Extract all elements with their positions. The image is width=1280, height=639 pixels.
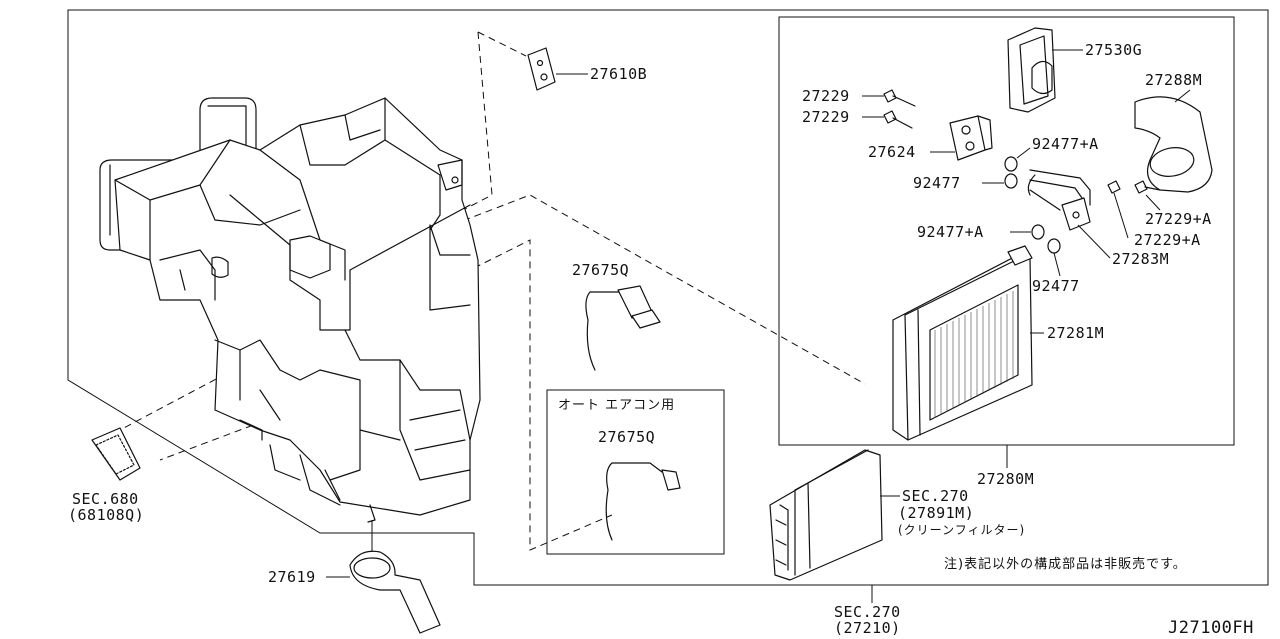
o-ring-92477-upper — [1004, 173, 1018, 189]
label-27210: (27210) — [834, 619, 901, 637]
sensor-27675Q-lower — [605, 462, 681, 541]
label-27229A-right: 27229+A — [1145, 210, 1212, 228]
label-27610B: 27610B — [590, 65, 648, 83]
label-27229A-left: 27229+A — [1134, 231, 1201, 249]
bolt-27229A-right — [1134, 180, 1161, 194]
pipe-27283M — [1027, 169, 1091, 231]
label-27675Q-upper: 27675Q — [572, 261, 630, 279]
part-68108Q — [91, 427, 141, 481]
label-27675Q-lower: 27675Q — [598, 428, 656, 446]
cabin-filter-27891M — [769, 449, 883, 581]
label-27229-lower: 27229 — [802, 108, 850, 126]
auto-ac-box — [546, 389, 725, 555]
label-27530G: 27530G — [1085, 41, 1143, 59]
label-92477A-upper: 92477+A — [1032, 135, 1099, 153]
bolt-27229A-left — [1107, 180, 1121, 194]
hose-27288M — [1134, 89, 1213, 193]
evaporator-27281M — [892, 245, 1033, 441]
label-27624: 27624 — [868, 143, 916, 161]
bolt-27229-upper — [883, 89, 916, 107]
sensor-27675Q-upper — [585, 285, 661, 371]
hvac-unit-drawing — [99, 97, 481, 523]
label-27229-upper: 27229 — [802, 87, 850, 105]
label-68108Q: (68108Q) — [68, 506, 145, 524]
label-27891M: (27891M) — [898, 504, 975, 522]
label-auto-ac: オート エアコン用 — [558, 398, 676, 413]
note-text: 注)表記以外の構成部品は非販売です。 — [944, 557, 1187, 572]
drain-hose-27619 — [349, 520, 441, 634]
label-sec270-filter: SEC.270 — [902, 487, 969, 505]
label-92477-lower: 92477 — [1032, 277, 1080, 295]
label-27283M: 27283M — [1112, 250, 1170, 268]
expansion-valve-27624 — [949, 115, 993, 161]
label-sec680: SEC.680 — [72, 490, 139, 508]
o-ring-92477-lower — [1047, 238, 1061, 254]
label-27288M: 27288M — [1145, 71, 1203, 89]
label-92477A-lower: 92477+A — [917, 223, 984, 241]
o-ring-92477A-upper — [1004, 156, 1018, 172]
label-clean-filter: (クリーンフィルター) — [898, 523, 1026, 537]
label-92477-upper: 92477 — [913, 174, 961, 192]
assembly-outline — [67, 9, 1269, 586]
label-sec270-unit: SEC.270 — [834, 603, 901, 621]
label-27619: 27619 — [268, 568, 316, 586]
diagram-code: J27100FH — [1168, 618, 1254, 638]
o-ring-92477A-lower — [1031, 224, 1045, 240]
bolt-27229-lower — [883, 110, 913, 129]
label-27281M: 27281M — [1047, 324, 1105, 342]
label-27280M: 27280M — [977, 470, 1035, 488]
grommet-27530G — [1007, 27, 1056, 113]
bracket-27610B — [527, 47, 556, 91]
